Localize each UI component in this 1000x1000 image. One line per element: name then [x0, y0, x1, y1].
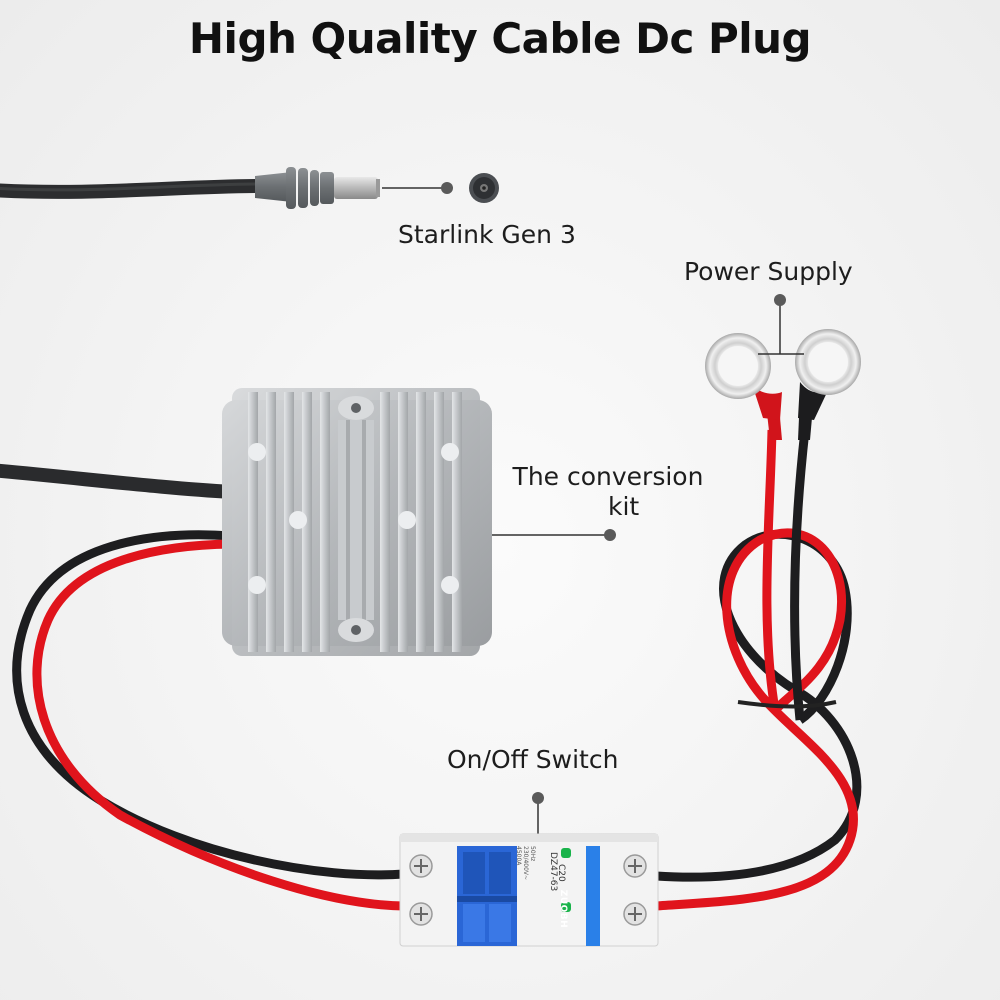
kit-output-cable: [0, 463, 233, 499]
conversion-kit: [222, 388, 492, 656]
switch-callout-dot: [532, 792, 544, 804]
plug-end-view: [469, 173, 499, 203]
conversion-kit-label-line2: kit: [608, 492, 640, 521]
ring-terminal-black: [795, 329, 861, 440]
power-supply-label: Power Supply: [684, 257, 853, 286]
breaker-brand: ZUOBH: [558, 889, 568, 929]
conversion-kit-label-line1: The conversion: [512, 462, 704, 491]
ring-terminal-red: [705, 333, 782, 440]
dc-plug: [255, 167, 380, 209]
breaker-spec-1: 50Hz: [529, 846, 536, 862]
starlink-callout-dot: [441, 182, 453, 194]
on-off-switch-label: On/Off Switch: [447, 745, 619, 774]
starlink-label: Starlink Gen 3: [398, 220, 576, 249]
kit-callout-dot: [604, 529, 616, 541]
breaker-spec-2: 230/400V~: [522, 846, 529, 881]
breaker-rating: C20: [556, 864, 566, 882]
dc-plug-cable: [0, 179, 269, 199]
right-wire-loop: [655, 429, 862, 911]
page-title: High Quality Cable Dc Plug: [188, 14, 812, 63]
conversion-kit-label: The conversion kit: [490, 462, 726, 522]
on-off-switch: [399, 833, 659, 947]
power-callout-dot: [774, 294, 786, 306]
left-wire-loop: [12, 530, 405, 911]
breaker-spec-3: 4500A: [515, 846, 522, 866]
